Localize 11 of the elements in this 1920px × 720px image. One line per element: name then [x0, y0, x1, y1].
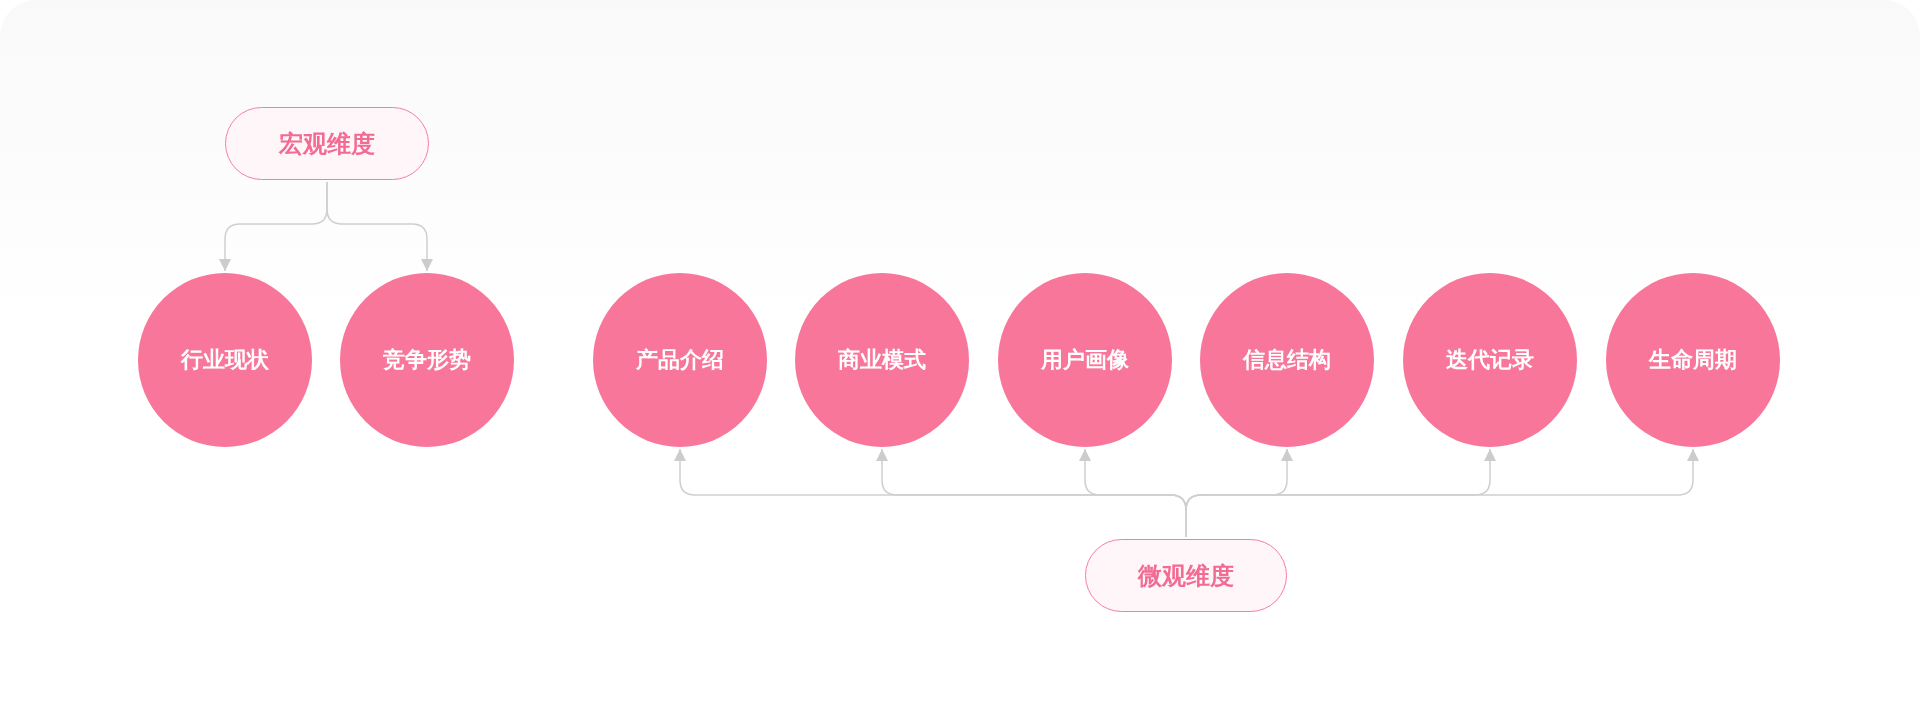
node-label: 竞争形势 — [383, 346, 471, 374]
node-label: 生命周期 — [1649, 346, 1737, 374]
node-label: 产品介绍 — [636, 346, 724, 374]
connector-arrow — [326, 181, 433, 272]
node-label: 商业模式 — [838, 346, 926, 374]
node-label: 用户画像 — [1041, 346, 1129, 374]
node-label: 宏观维度 — [279, 128, 375, 160]
node-label: 信息结构 — [1243, 346, 1331, 374]
node-label: 迭代记录 — [1446, 346, 1534, 374]
node-label: 微观维度 — [1138, 560, 1234, 592]
node-label: 行业现状 — [181, 346, 269, 374]
